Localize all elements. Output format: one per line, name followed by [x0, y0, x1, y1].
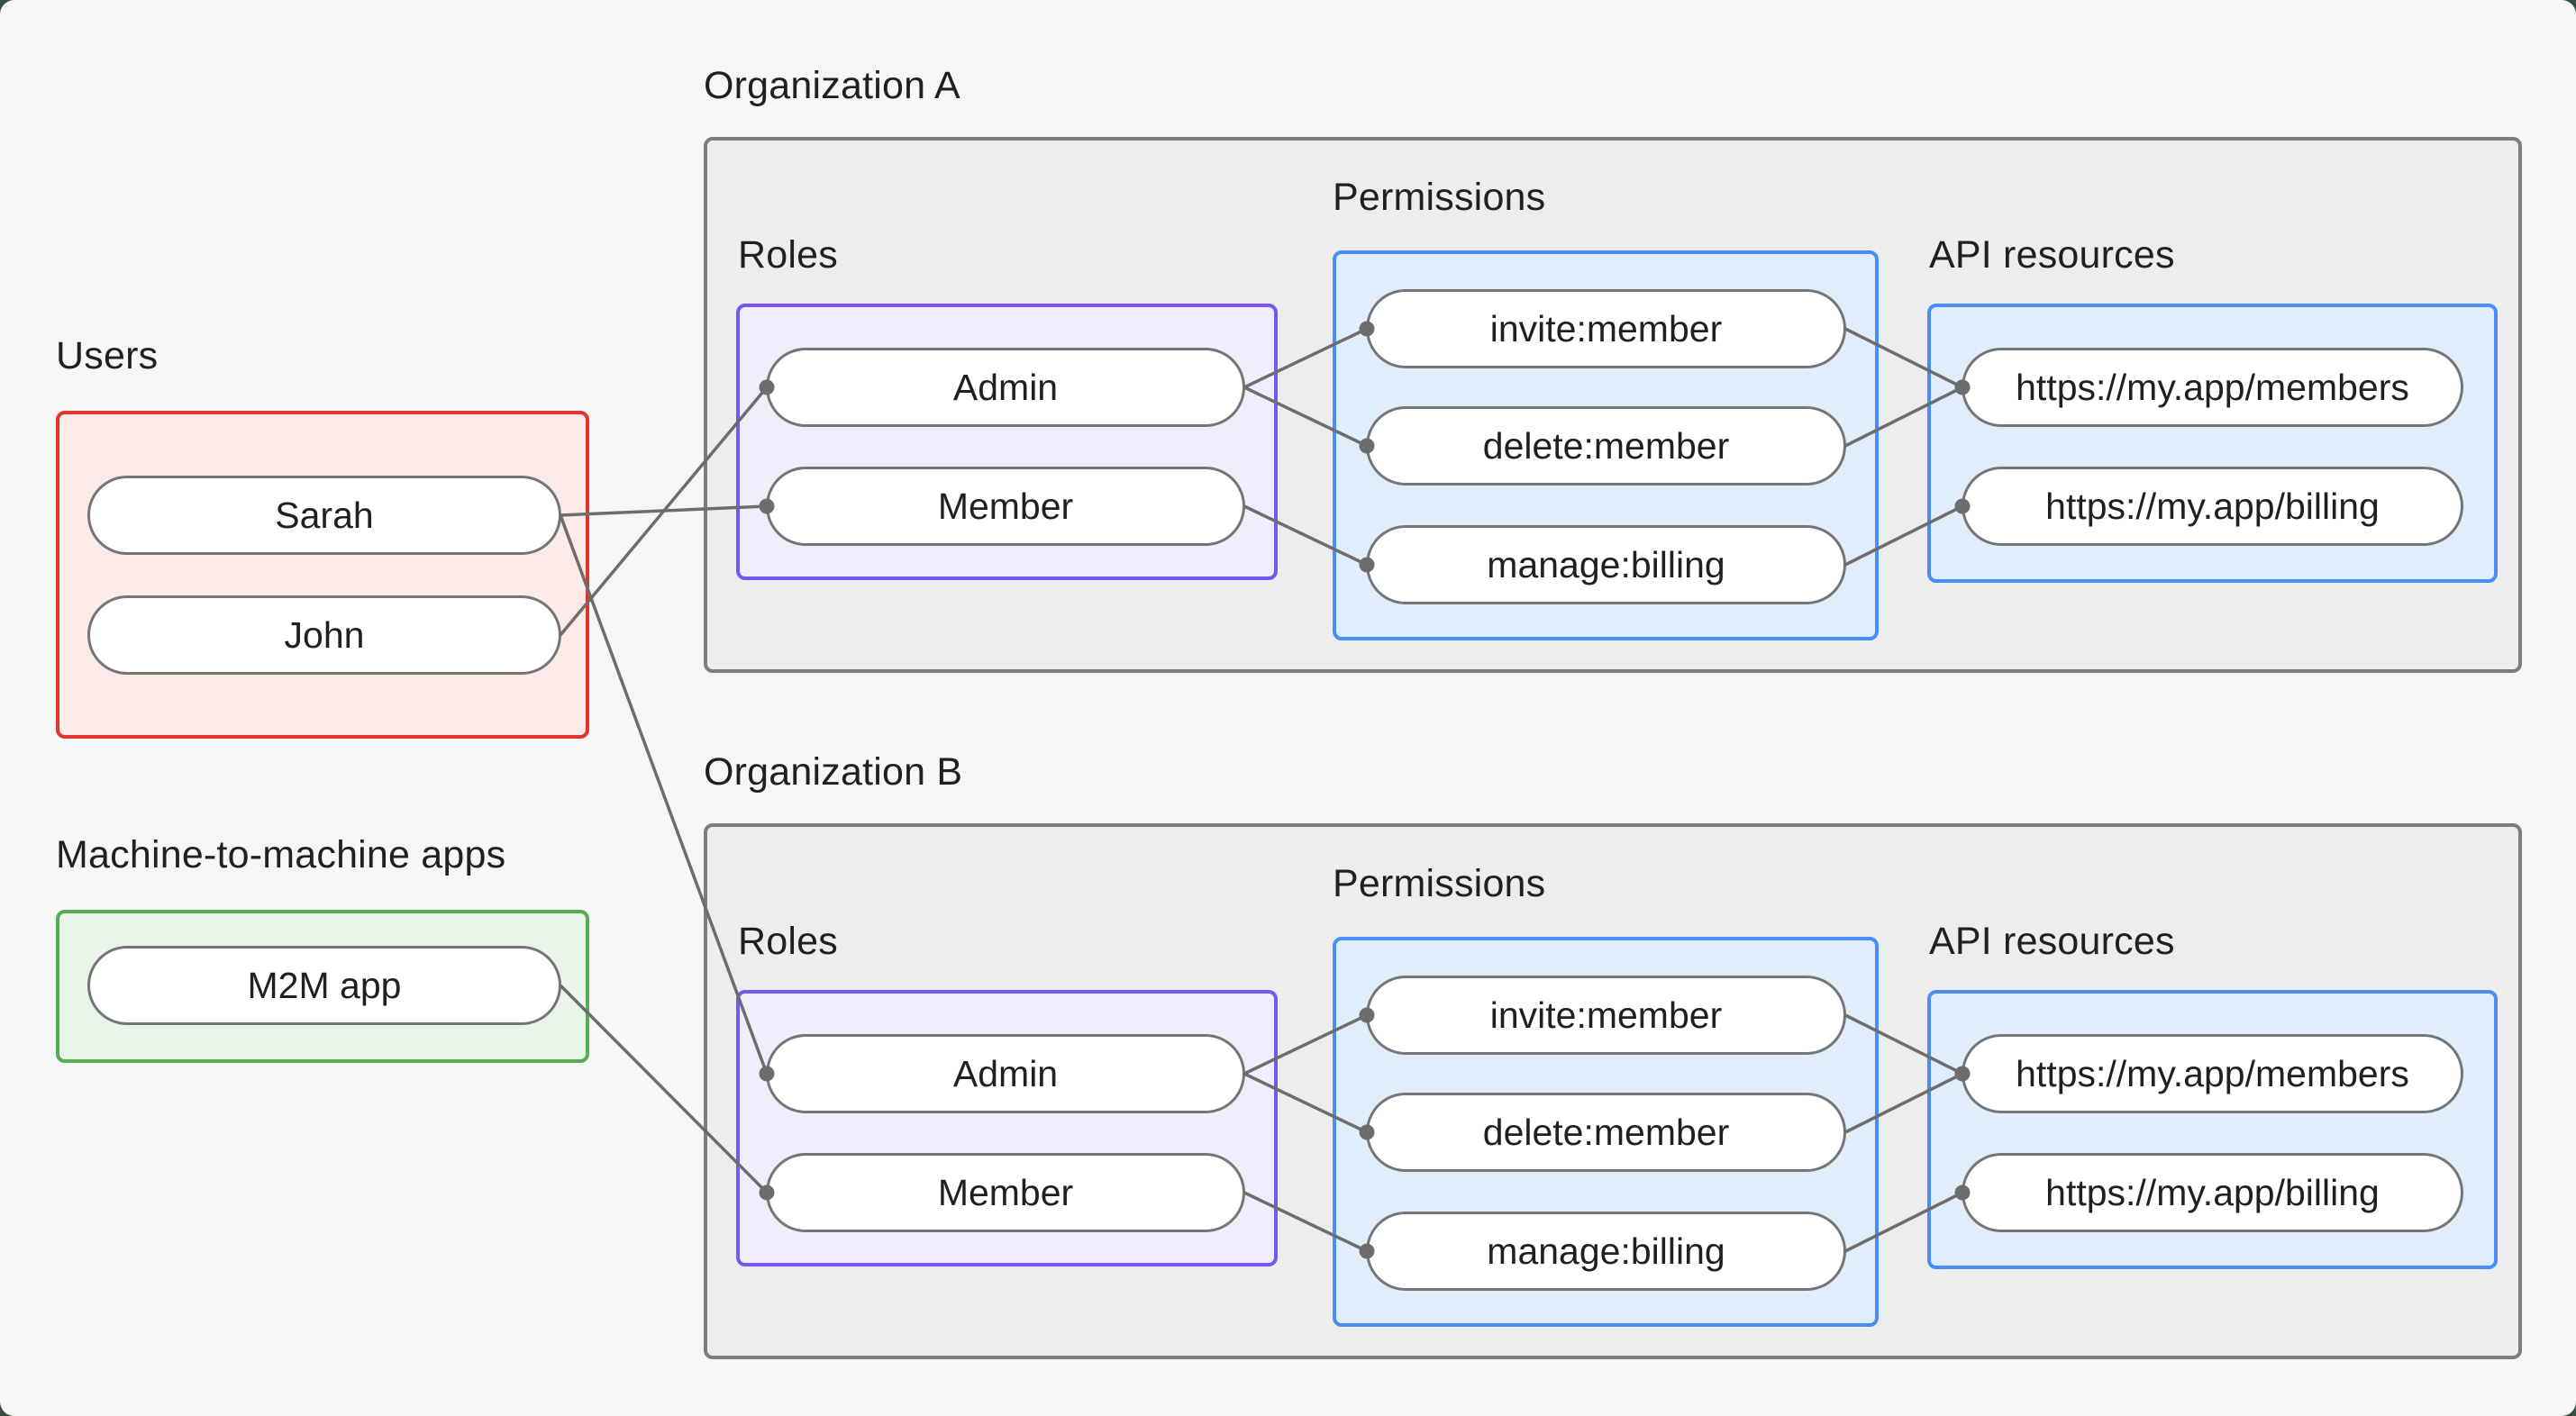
permission-node-invite-member-b: invite:member: [1366, 976, 1846, 1055]
permission-node-delete-member-b: delete:member: [1366, 1093, 1846, 1172]
roles-heading-a: Roles: [738, 233, 838, 277]
permissions-heading-a: Permissions: [1333, 176, 1546, 219]
org-a-heading: Organization A: [704, 64, 960, 107]
permissions-heading-b: Permissions: [1333, 862, 1546, 905]
roles-heading-b: Roles: [738, 920, 838, 963]
api-resources-heading-b: API resources: [1929, 920, 2175, 963]
role-node-admin-a: Admin: [766, 348, 1245, 427]
permission-node-manage-billing-b: manage:billing: [1366, 1212, 1846, 1291]
api-resources-heading-a: API resources: [1929, 233, 2175, 277]
users-heading: Users: [56, 334, 159, 377]
org-b-heading: Organization B: [704, 750, 963, 794]
m2m-apps-heading: Machine-to-machine apps: [56, 833, 506, 876]
role-node-admin-b: Admin: [766, 1034, 1245, 1113]
api-resource-node-billing-a: https://my.app/billing: [1962, 467, 2463, 546]
role-node-member-a: Member: [766, 467, 1245, 546]
permission-node-manage-billing-a: manage:billing: [1366, 525, 1846, 604]
m2m-app-node: M2M app: [87, 946, 561, 1025]
role-node-member-b: Member: [766, 1153, 1245, 1232]
user-node-john: John: [87, 595, 561, 675]
users-group-box: [56, 411, 589, 739]
api-resource-node-members-a: https://my.app/members: [1962, 348, 2463, 427]
api-resource-node-members-b: https://my.app/members: [1962, 1034, 2463, 1113]
permission-node-delete-member-a: delete:member: [1366, 406, 1846, 486]
api-resource-node-billing-b: https://my.app/billing: [1962, 1153, 2463, 1232]
user-node-sarah: Sarah: [87, 476, 561, 555]
permission-node-invite-member-a: invite:member: [1366, 289, 1846, 368]
